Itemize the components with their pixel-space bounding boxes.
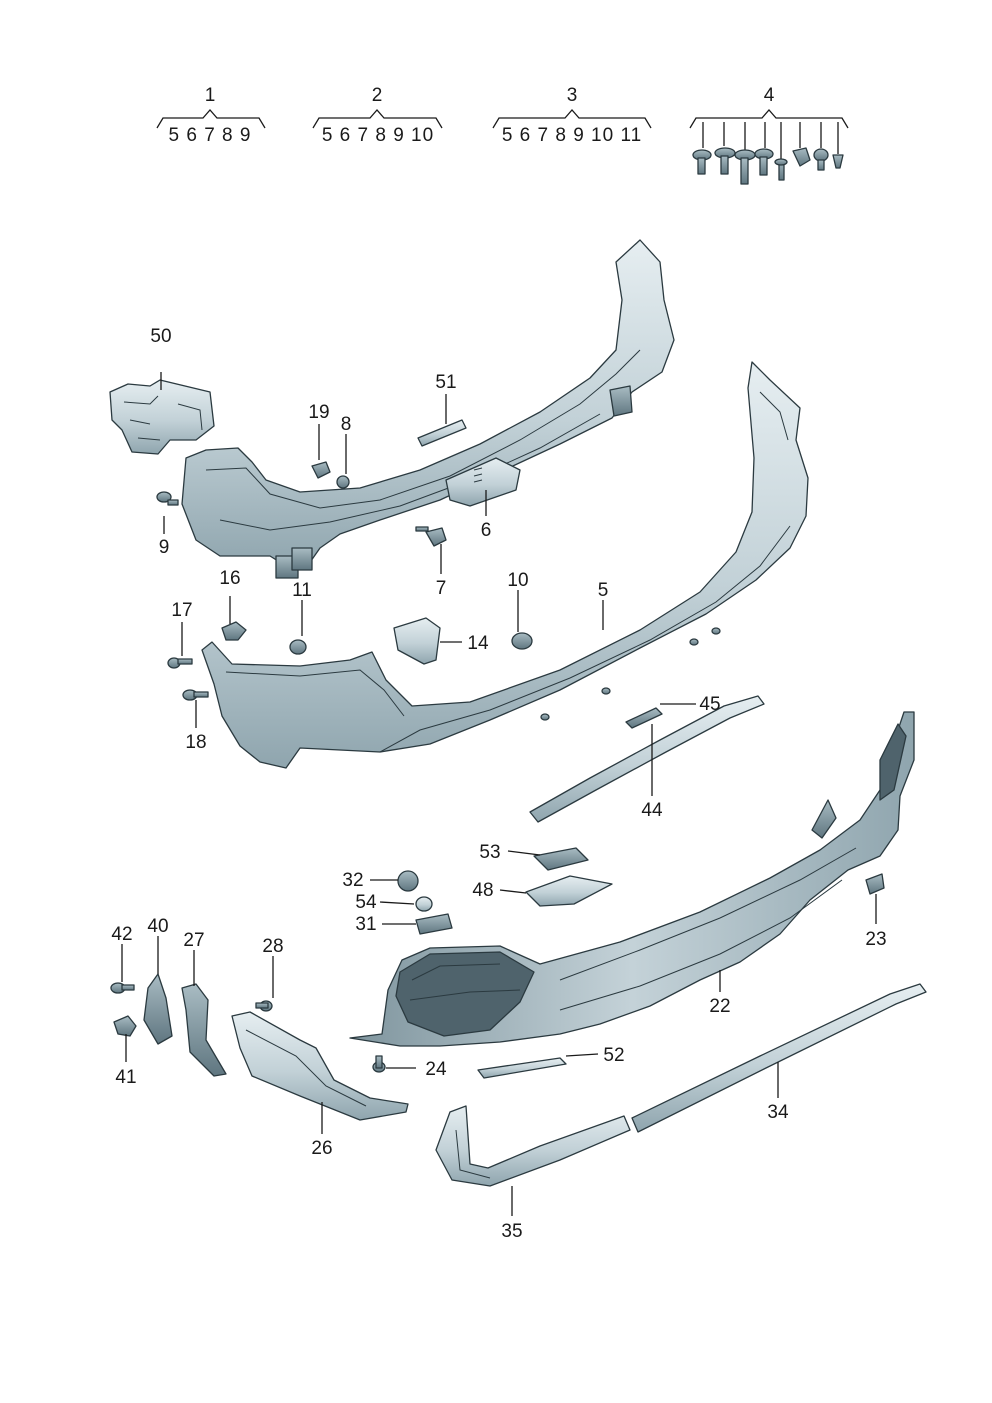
label-10: 10 xyxy=(507,570,528,591)
part-labels: 50 51 19 8 9 6 7 16 17 11 10 5 14 18 45 … xyxy=(111,326,886,1242)
group-3-number: 3 xyxy=(567,85,578,106)
label-8: 8 xyxy=(341,414,352,435)
bumper-reinforcement xyxy=(181,239,675,579)
label-26: 26 xyxy=(311,1138,332,1159)
label-23: 23 xyxy=(865,929,886,950)
group-3-members: 5 6 7 8 9 10 11 xyxy=(502,125,642,146)
label-34: 34 xyxy=(767,1102,789,1123)
side-trim-26 xyxy=(231,1011,409,1121)
group-1-number: 1 xyxy=(205,85,216,106)
label-28: 28 xyxy=(262,936,283,957)
leader-lines xyxy=(121,372,877,1216)
trim-strip-44 xyxy=(529,695,765,823)
group-1-members: 5 6 7 8 9 xyxy=(169,125,252,146)
group-2: 2 5 6 7 8 9 10 xyxy=(312,85,443,146)
label-54: 54 xyxy=(355,892,377,913)
label-41: 41 xyxy=(115,1067,136,1088)
label-48: 48 xyxy=(472,880,493,901)
bracket-50 xyxy=(109,379,215,455)
diffuser-22 xyxy=(349,711,915,1047)
group-4-number: 4 xyxy=(764,85,775,106)
label-35: 35 xyxy=(501,1221,522,1242)
label-19: 19 xyxy=(308,402,329,423)
label-52: 52 xyxy=(603,1045,624,1066)
label-18: 18 xyxy=(185,732,206,753)
group-1: 1 5 6 7 8 9 xyxy=(156,85,266,146)
small-parts-upper xyxy=(156,461,533,701)
label-51: 51 xyxy=(435,372,456,393)
label-42: 42 xyxy=(111,924,132,945)
cover-14 xyxy=(393,617,441,665)
label-17: 17 xyxy=(171,600,192,621)
small-parts-right xyxy=(397,847,885,935)
group-4: 4 xyxy=(689,85,849,185)
label-44: 44 xyxy=(641,800,663,821)
group-2-members: 5 6 7 8 9 10 xyxy=(322,125,434,146)
group-2-number: 2 xyxy=(372,85,383,106)
label-5: 5 xyxy=(598,580,609,601)
label-6: 6 xyxy=(481,520,492,541)
label-9: 9 xyxy=(159,537,170,558)
label-32: 32 xyxy=(342,870,363,891)
label-24: 24 xyxy=(425,1059,447,1080)
label-40: 40 xyxy=(147,916,168,937)
label-7: 7 xyxy=(436,578,447,599)
group-3: 3 5 6 7 8 9 10 11 xyxy=(492,85,652,146)
corner-trim-35 xyxy=(435,1105,631,1187)
label-31: 31 xyxy=(355,914,376,935)
bumper-cover xyxy=(201,361,809,769)
small-parts-lower-left xyxy=(110,973,386,1077)
label-16: 16 xyxy=(219,568,240,589)
label-14: 14 xyxy=(467,633,489,654)
label-27: 27 xyxy=(183,930,204,951)
group-4-fasteners xyxy=(692,122,844,185)
label-22: 22 xyxy=(709,996,730,1017)
label-11: 11 xyxy=(292,580,312,601)
label-45: 45 xyxy=(699,694,720,715)
lower-trim-34 xyxy=(631,983,927,1133)
part-51 xyxy=(417,419,467,447)
reflector-52 xyxy=(477,1057,567,1079)
label-50: 50 xyxy=(150,326,171,347)
label-53: 53 xyxy=(479,842,500,863)
